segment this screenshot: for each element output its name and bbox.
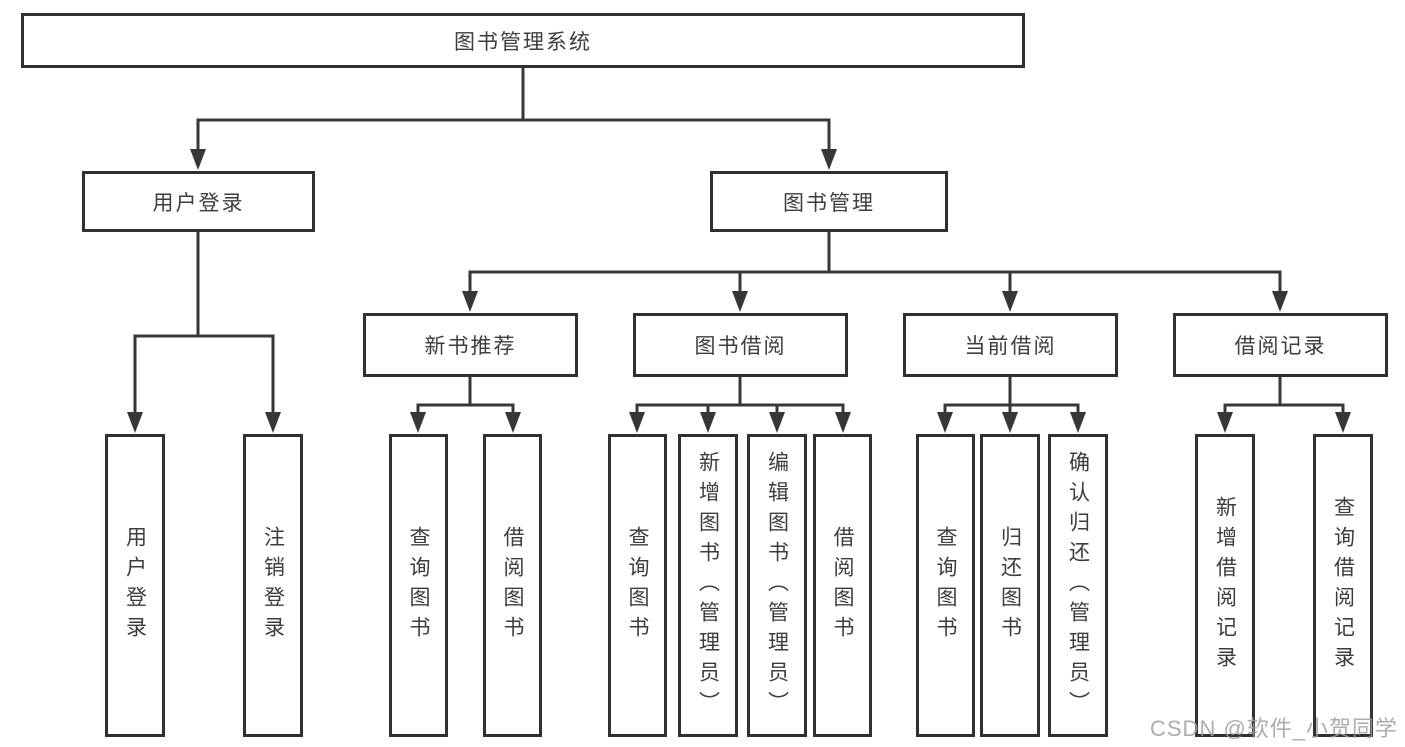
leaf-query-books-borrowing: 查询图书 bbox=[608, 434, 667, 737]
connector-book-borrowing-branch bbox=[629, 377, 851, 433]
node-label: 借阅图书 bbox=[501, 525, 525, 646]
leaf-logout: 注销登录 bbox=[243, 434, 303, 737]
node-label: 当前借阅 bbox=[964, 335, 1057, 358]
connector-user-login-branch bbox=[127, 232, 281, 433]
leaf-add-books-admin: 新增图书（管理员） bbox=[678, 434, 738, 737]
leaf-user-login: 用户登录 bbox=[105, 434, 165, 737]
node-label: 新书推荐 bbox=[424, 335, 517, 358]
connector-root-to-level1 bbox=[190, 68, 837, 170]
node-book-management: 图书管理 bbox=[710, 171, 948, 232]
node-label: 图书管理系统 bbox=[454, 30, 592, 54]
node-user-login: 用户登录 bbox=[82, 171, 315, 232]
leaf-return-books: 归还图书 bbox=[980, 434, 1040, 737]
node-label: 用户登录 bbox=[123, 525, 147, 646]
node-new-book-recommend: 新书推荐 bbox=[363, 313, 578, 377]
node-label: 编辑图书（管理员） bbox=[765, 450, 789, 721]
node-label: 确认归还（管理员） bbox=[1066, 450, 1090, 721]
leaf-edit-books-admin: 编辑图书（管理员） bbox=[747, 434, 807, 737]
node-label: 借阅记录 bbox=[1234, 335, 1327, 358]
node-label: 查询图书 bbox=[407, 525, 431, 646]
connector-book-management-branch bbox=[462, 232, 1288, 312]
node-label: 归还图书 bbox=[998, 525, 1022, 646]
leaf-confirm-return-admin: 确认归还（管理员） bbox=[1048, 434, 1108, 737]
node-borrowing-records: 借阅记录 bbox=[1173, 313, 1388, 377]
leaf-borrow-books-borrowing: 借阅图书 bbox=[813, 434, 872, 737]
node-label: 查询图书 bbox=[934, 525, 958, 646]
node-label: 借阅图书 bbox=[831, 525, 855, 646]
leaf-query-books-recommend: 查询图书 bbox=[389, 434, 448, 737]
leaf-add-borrow-record: 新增借阅记录 bbox=[1195, 434, 1255, 737]
leaf-query-books-current: 查询图书 bbox=[916, 434, 975, 737]
node-book-borrowing: 图书借阅 bbox=[633, 313, 848, 377]
node-label: 新增图书（管理员） bbox=[696, 450, 720, 721]
csdn-watermark: CSDN @软件_小贺同学 bbox=[1150, 716, 1399, 741]
node-label: 注销登录 bbox=[261, 525, 285, 646]
leaf-query-borrow-record: 查询借阅记录 bbox=[1313, 434, 1373, 737]
node-label: 图书借阅 bbox=[694, 335, 787, 358]
node-label: 用户登录 bbox=[152, 191, 245, 215]
leaf-borrow-books-recommend: 借阅图书 bbox=[483, 434, 542, 737]
node-current-borrowing: 当前借阅 bbox=[903, 313, 1118, 377]
connector-borrowing-records-branch bbox=[1217, 377, 1351, 433]
connector-new-book-recommend-branch bbox=[410, 377, 521, 433]
node-label: 查询图书 bbox=[626, 525, 650, 646]
node-label: 查询借阅记录 bbox=[1331, 495, 1355, 676]
node-library-management-system: 图书管理系统 bbox=[21, 13, 1025, 68]
connector-current-borrowing-branch bbox=[937, 377, 1086, 433]
node-label: 新增借阅记录 bbox=[1213, 495, 1237, 676]
node-label: 图书管理 bbox=[783, 191, 875, 215]
